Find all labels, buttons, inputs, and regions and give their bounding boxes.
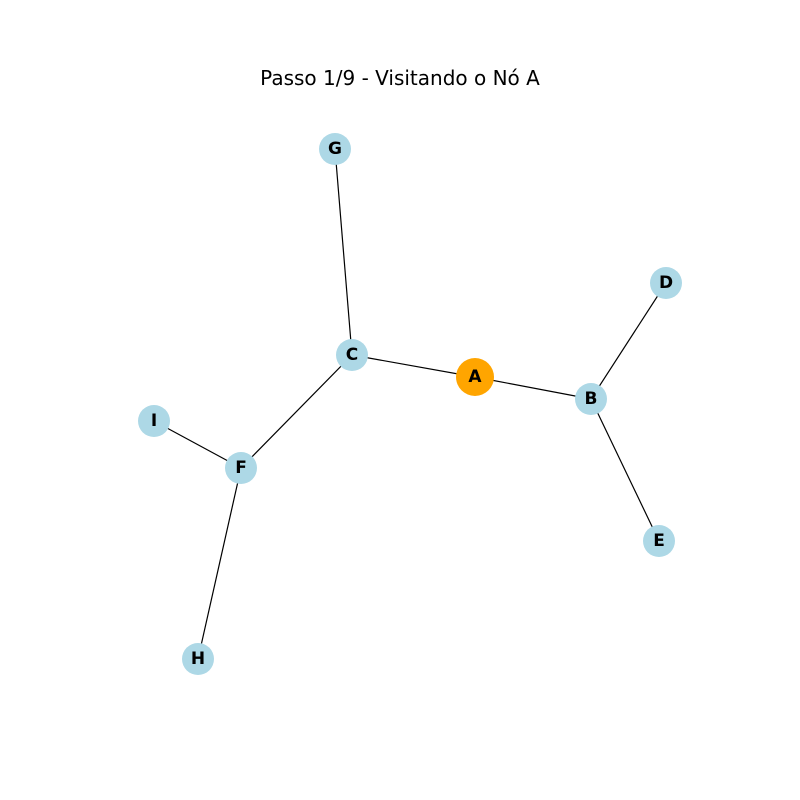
node-i: I <box>138 405 170 437</box>
node-circle <box>319 133 351 165</box>
nodes-layer: A B C D E F G H I <box>138 133 682 675</box>
node-label: G <box>328 139 342 159</box>
node-circle <box>456 358 494 396</box>
node-b: B <box>575 383 607 415</box>
node-label: D <box>659 273 673 293</box>
node-circle <box>336 339 368 371</box>
node-label: B <box>585 389 598 409</box>
node-label: F <box>235 458 247 478</box>
node-label: C <box>346 345 358 365</box>
diagram-title: Passo 1/9 - Visitando o Nó A <box>260 66 540 90</box>
node-h: H <box>182 643 214 675</box>
node-label: H <box>191 649 205 669</box>
edge-c-f <box>240 354 353 469</box>
node-a: A <box>456 358 494 396</box>
node-f: F <box>225 452 257 484</box>
edges-layer <box>153 148 667 660</box>
node-c: C <box>336 339 368 371</box>
node-g: G <box>319 133 351 165</box>
edge-b-d <box>590 282 667 400</box>
node-d: D <box>650 267 682 299</box>
node-circle <box>182 643 214 675</box>
node-circle <box>138 405 170 437</box>
edge-a-c <box>351 354 476 378</box>
node-label: A <box>468 367 482 387</box>
node-label: E <box>653 531 665 551</box>
node-e: E <box>643 525 675 557</box>
node-circle <box>650 267 682 299</box>
edge-f-i <box>153 420 242 469</box>
node-circle <box>225 452 257 484</box>
node-circle <box>575 383 607 415</box>
node-circle <box>643 525 675 557</box>
edge-f-h <box>197 467 242 660</box>
node-label: I <box>151 411 157 431</box>
edge-a-b <box>474 376 592 400</box>
edge-b-e <box>590 398 660 542</box>
edge-c-g <box>334 148 353 356</box>
